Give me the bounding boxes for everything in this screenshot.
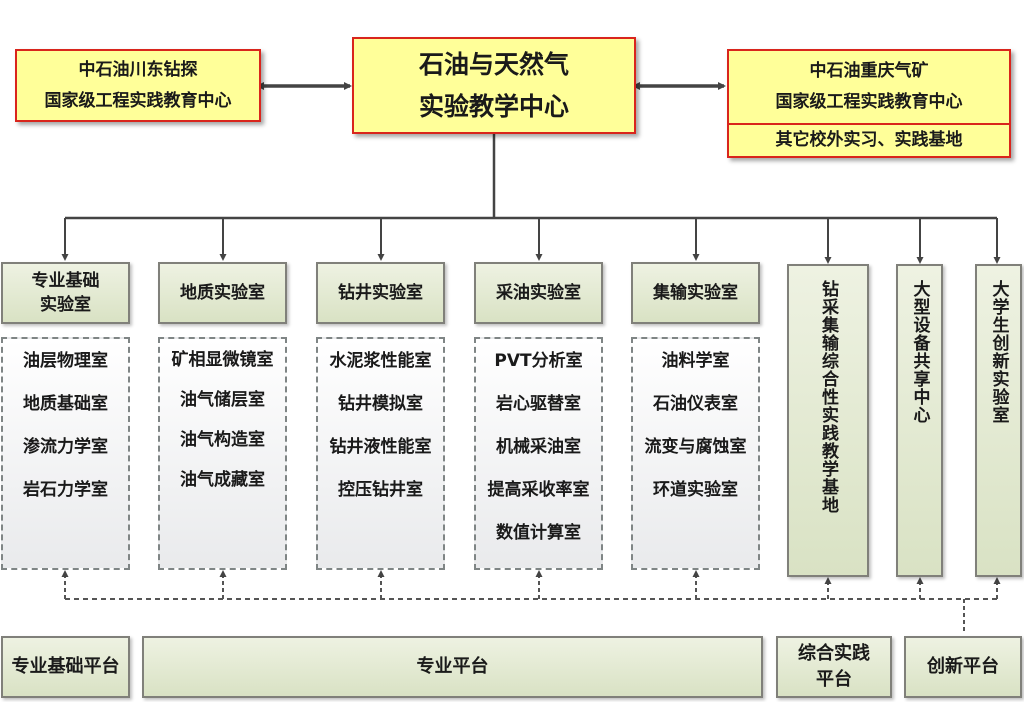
lab-room: 数值计算室 xyxy=(496,523,581,543)
lab-room: 渗流力学室 xyxy=(23,437,108,457)
box-chuandong-center: 中石油川东钻探 国家级工程实践教育中心 xyxy=(15,49,261,122)
lab-room: 油层物理室 xyxy=(23,351,108,371)
lab-header-geology: 地质实验室 xyxy=(158,262,287,324)
platform-line: 平台 xyxy=(816,669,852,690)
lab-room: PVT分析室 xyxy=(494,351,583,371)
lab-room: 地质基础室 xyxy=(23,394,108,414)
lab-room: 机械采油室 xyxy=(496,437,581,457)
box-line: 实验教学中心 xyxy=(418,91,569,121)
lab-room: 流变与腐蚀室 xyxy=(644,437,747,457)
lab-header-basic: 专业基础 实验室 xyxy=(1,262,130,324)
lab-room: 控压钻井室 xyxy=(338,480,423,500)
unit-practice-base: 钻采集输综合性实践教学基地 xyxy=(787,264,869,577)
lab-room: 油料学室 xyxy=(661,351,730,371)
box-line: 中石油川东钻探 xyxy=(78,59,198,80)
lab-room: 油气成藏室 xyxy=(180,470,265,490)
unit-label: 大学生创新实验室 xyxy=(988,280,1009,424)
platform-innovation: 创新平台 xyxy=(904,636,1022,698)
lab-header-production: 采油实验室 xyxy=(474,262,603,324)
unit-label: 钻采集输综合性实践教学基地 xyxy=(818,280,838,514)
lab-title-line: 专业基础 xyxy=(31,271,100,291)
unit-label: 大型设备共享中心 xyxy=(909,280,930,424)
lab-rooms-gathering: 油料学室 石油仪表室 流变与腐蚀室 环道实验室 xyxy=(631,337,760,570)
lab-rooms-drilling: 水泥浆性能室 钻井模拟室 钻井液性能室 控压钻井室 xyxy=(316,337,445,570)
lab-room: 钻井模拟室 xyxy=(338,394,423,414)
lab-room: 油气构造室 xyxy=(180,430,265,450)
lab-rooms-geology: 矿相显微镜室 油气储层室 油气构造室 油气成藏室 xyxy=(158,337,287,570)
lab-room: 水泥浆性能室 xyxy=(329,351,432,371)
lab-room: 环道实验室 xyxy=(653,480,738,500)
lab-room: 提高采收率室 xyxy=(487,480,590,500)
unit-innovation-lab: 大学生创新实验室 xyxy=(975,264,1022,577)
lab-rooms-production: PVT分析室 岩心驱替室 机械采油室 提高采收率室 数值计算室 xyxy=(474,337,603,570)
platform-practice: 综合实践 平台 xyxy=(776,636,892,698)
box-line: 国家级工程实践教育中心 xyxy=(775,92,963,112)
lab-room: 石油仪表室 xyxy=(653,394,738,414)
lab-room: 钻井液性能室 xyxy=(329,437,432,457)
lab-room: 岩心驱替室 xyxy=(496,394,581,414)
lab-rooms-basic: 油层物理室 地质基础室 渗流力学室 岩石力学室 xyxy=(1,337,130,570)
box-main-center: 石油与天然气 实验教学中心 xyxy=(352,37,636,134)
lab-room: 岩石力学室 xyxy=(23,480,108,500)
platform-professional: 专业平台 xyxy=(142,636,763,698)
lab-room: 矿相显微镜室 xyxy=(171,350,274,370)
lab-header-gathering: 集输实验室 xyxy=(631,262,760,324)
lab-title-line: 实验室 xyxy=(40,295,91,315)
box-line: 石油与天然气 xyxy=(418,49,569,79)
box-other-bases: 其它校外实习、实践基地 xyxy=(775,130,963,150)
platform-basic: 专业基础平台 xyxy=(1,636,130,698)
lab-header-drilling: 钻井实验室 xyxy=(316,262,445,324)
box-line: 国家级工程实践教育中心 xyxy=(44,90,232,111)
unit-equipment-center: 大型设备共享中心 xyxy=(896,264,943,577)
box-chongqing-center: 中石油重庆气矿 国家级工程实践教育中心 其它校外实习、实践基地 xyxy=(727,49,1011,158)
box-line: 中石油重庆气矿 xyxy=(809,61,929,81)
lab-room: 油气储层室 xyxy=(180,390,265,410)
platform-line: 综合实践 xyxy=(798,643,870,664)
box-chongqing-top: 中石油重庆气矿 国家级工程实践教育中心 xyxy=(729,51,1009,125)
